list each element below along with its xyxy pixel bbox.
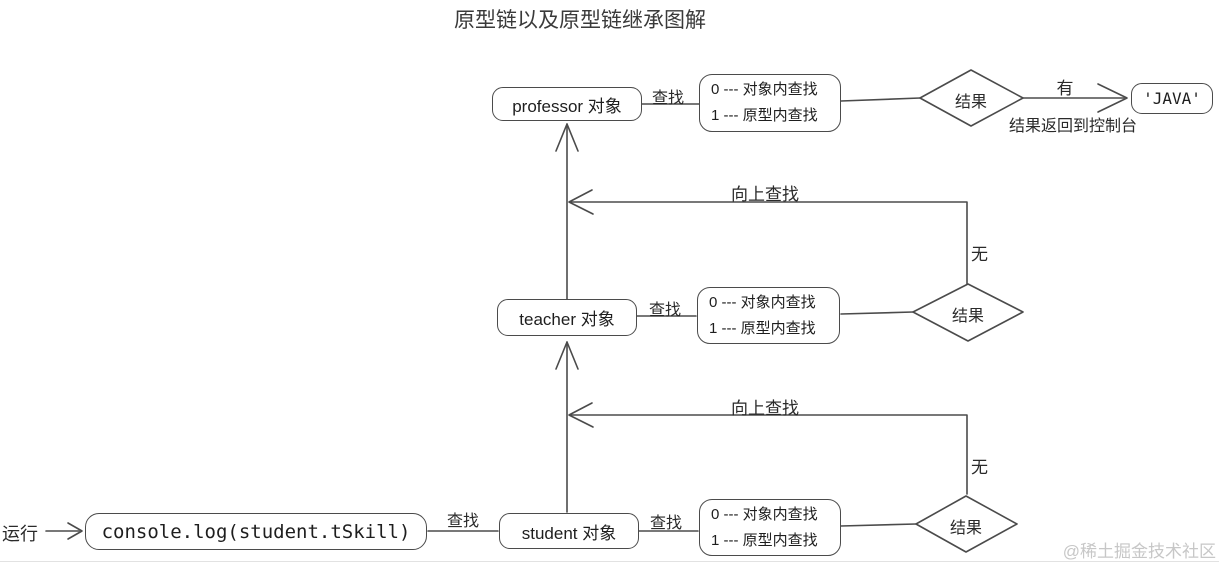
connector-lookup-to-result-student: [840, 523, 917, 527]
return-to-console-label: 结果返回到控制台: [1008, 118, 1137, 135]
loop-arrow-student-up: [569, 414, 968, 495]
lookup-line-object: 0 --- 对象内查找: [709, 293, 816, 311]
search-label-teacher: 查找: [648, 302, 681, 319]
yes-label: 有: [1056, 79, 1074, 98]
search-up-label-2: 向上查找: [731, 399, 799, 418]
arrowhead-to-java: [1097, 83, 1128, 113]
arrowhead-up-teacher: [555, 341, 579, 370]
connector-lookup-to-result-professor: [840, 97, 921, 102]
lookup-box-teacher: 0 --- 对象内查找 1 --- 原型内查找: [697, 287, 840, 344]
lookup-line-prototype: 1 --- 原型内查找: [709, 319, 816, 337]
search-up-label-1: 向上查找: [731, 185, 799, 204]
result-label-student: 结果: [949, 520, 982, 537]
teacher-object-box: teacher 对象: [497, 299, 637, 336]
lookup-line-object: 0 --- 对象内查找: [711, 505, 818, 523]
lookup-box-professor: 0 --- 对象内查找 1 --- 原型内查找: [699, 74, 841, 132]
no-label-1: 无: [971, 245, 988, 264]
result-label-professor: 结果: [954, 94, 987, 111]
no-label-2: 无: [971, 458, 988, 477]
watermark: @稀土掘金技术社区: [1062, 542, 1216, 561]
lookup-line-prototype: 1 --- 原型内查找: [711, 531, 818, 549]
result-label-teacher: 结果: [951, 308, 984, 325]
lookup-line-prototype: 1 --- 原型内查找: [711, 107, 818, 124]
diagram-title: 原型链以及原型链继承图解: [454, 9, 706, 32]
code-box: console.log(student.tSkill): [85, 513, 427, 550]
lookup-line-object: 0 --- 对象内查找: [711, 81, 818, 98]
result-diamond-student: [915, 495, 1018, 553]
lookup-box-student: 0 --- 对象内查找 1 --- 原型内查找: [699, 499, 841, 556]
run-label: 运行: [2, 524, 38, 544]
loop-arrow-teacher-up: [569, 201, 968, 286]
java-result-box: 'JAVA': [1131, 83, 1213, 114]
arrowhead-loop-student: [568, 402, 594, 428]
result-diamond-teacher: [912, 283, 1024, 342]
arrowhead-up-professor: [555, 123, 579, 152]
connector-lookup-to-result-teacher: [840, 311, 914, 315]
search-label-code: 查找: [446, 513, 479, 530]
professor-object-box: professor 对象: [492, 87, 642, 121]
search-label-student: 查找: [649, 515, 682, 532]
arrowhead-run: [67, 522, 83, 540]
student-object-box: student 对象: [499, 513, 639, 549]
search-label-professor: 查找: [651, 90, 684, 107]
arrowhead-loop-teacher: [568, 189, 594, 215]
